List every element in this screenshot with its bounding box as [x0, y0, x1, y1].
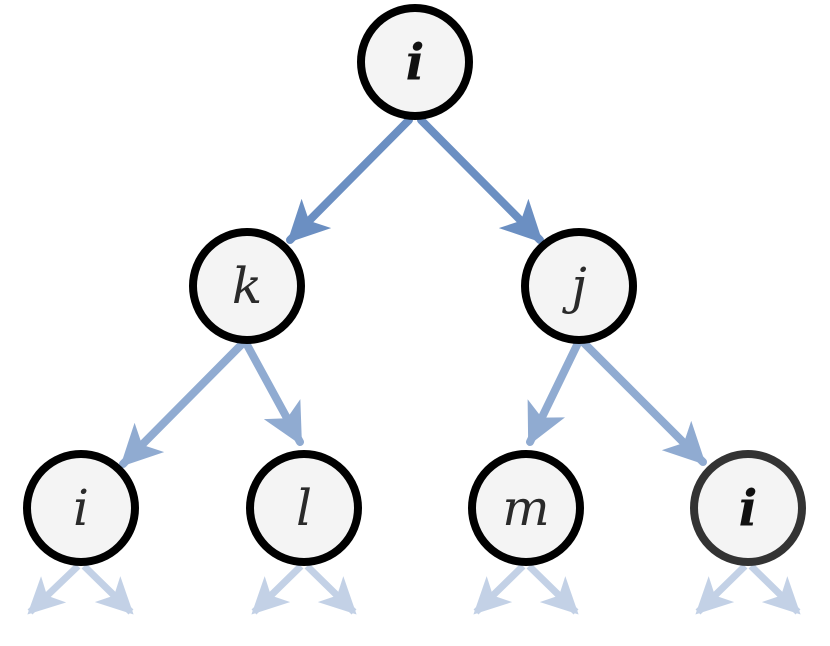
edges-level-3 [27, 563, 801, 615]
edges-level-1 [286, 116, 544, 244]
node-label: i [739, 479, 758, 538]
node-left: k [189, 228, 305, 344]
edge-stub [304, 563, 357, 615]
edge-right-rl [526, 339, 582, 446]
edge-stub [748, 563, 801, 615]
node-label: i [73, 479, 89, 537]
node-right-right: i [690, 450, 806, 566]
node-left-right: l [246, 450, 362, 566]
node-label: k [232, 257, 262, 315]
edge-left-lr [242, 339, 304, 446]
node-right-left: m [468, 450, 584, 566]
node-label: i [406, 33, 425, 92]
edge-stub [695, 563, 748, 615]
edge-stub [473, 563, 526, 615]
node-root: i [357, 4, 473, 120]
edge-stub [81, 563, 134, 615]
edge-stub [251, 563, 304, 615]
edges-level-2 [119, 339, 707, 468]
edge-left-ll [119, 339, 247, 468]
node-right: j [521, 228, 637, 344]
node-label: m [502, 479, 549, 537]
edge-stub [526, 563, 579, 615]
edge-right-rr [580, 339, 707, 466]
edge-stub [27, 563, 81, 615]
node-label: l [296, 479, 312, 537]
edge-root-right [417, 116, 544, 244]
node-left-left: i [23, 450, 139, 566]
edge-root-left [286, 116, 413, 244]
